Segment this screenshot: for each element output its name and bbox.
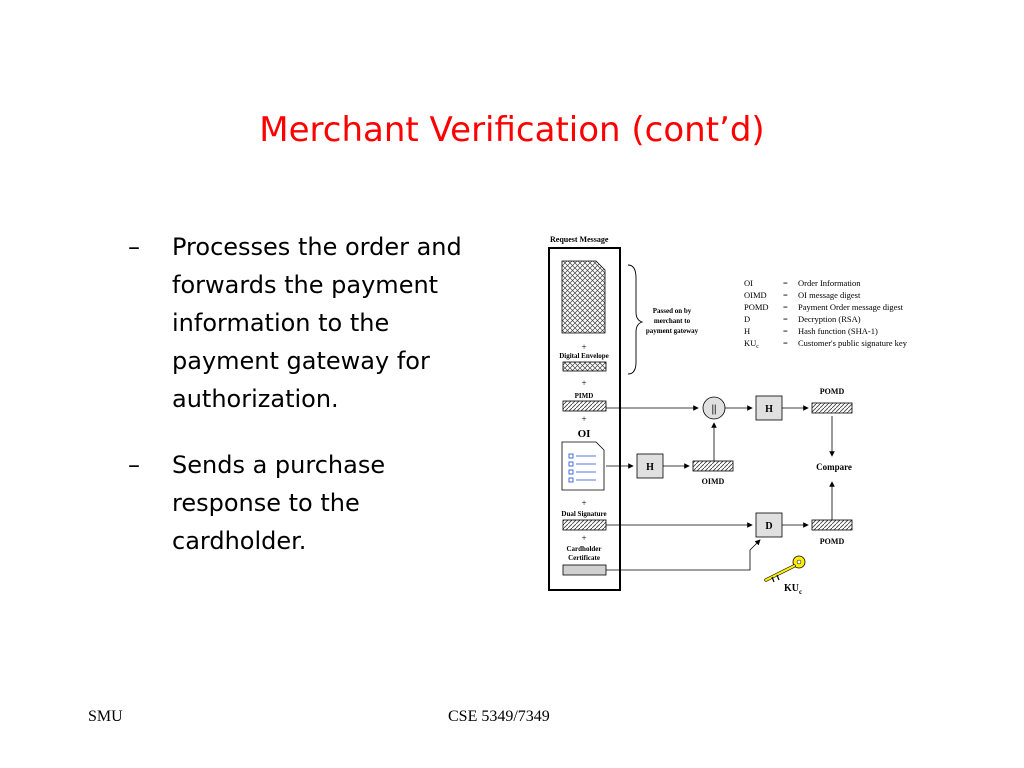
bullet-text: Processes the order and forwards the pay… [172, 233, 462, 413]
document-icon [561, 260, 606, 334]
legend-desc: Decryption (RSA) [798, 314, 861, 324]
certificate-label: Certificate [568, 554, 600, 562]
oimd-block [692, 460, 734, 472]
cardholder-label: Cardholder [567, 545, 602, 553]
concat-symbol: || [712, 403, 717, 415]
passed-on-label: payment gateway [646, 327, 699, 335]
plus-sign: + [581, 342, 586, 352]
legend-abbr: OIMD [744, 290, 767, 300]
bullet-item: – Sends a purchase response to the cardh… [128, 446, 478, 560]
bullet-marker: – [128, 233, 140, 261]
legend-eq: = [783, 290, 788, 300]
plus-sign: + [581, 498, 586, 508]
footer-center: CSE 5349/7349 [448, 708, 550, 725]
legend: OI = Order Information OIMD = OI message… [744, 278, 908, 350]
key-label: KUc [784, 583, 802, 596]
dual-signature-block [562, 519, 607, 531]
footer-left: SMU [88, 708, 123, 725]
merchant-verification-diagram: Request Message + Digital Envelope + PIM… [548, 235, 908, 596]
legend-abbr: OI [744, 278, 753, 288]
order-document-icon [561, 441, 605, 491]
decrypt-box-label: D [765, 521, 772, 532]
request-message-label: Request Message [550, 235, 609, 244]
pimd-label: PIMD [575, 392, 594, 400]
bullet-text: Sends a purchase response to the cardhol… [172, 451, 386, 555]
legend-eq: = [783, 302, 788, 312]
bullet-marker: – [128, 451, 140, 479]
legend-eq: = [783, 326, 788, 336]
legend-abbr: D [744, 314, 750, 324]
legend-abbr: KUc [744, 338, 759, 350]
plus-sign: + [581, 414, 586, 424]
legend-abbr: POMD [744, 302, 769, 312]
legend-eq: = [783, 314, 788, 324]
slide-title: Merchant Verification (cont’d) [259, 110, 765, 150]
dual-signature-label: Dual Signature [561, 510, 606, 518]
plus-sign: + [581, 533, 586, 543]
legend-eq: = [783, 338, 788, 348]
compare-label: Compare [816, 462, 852, 472]
plus-sign: + [581, 378, 586, 388]
legend-eq: = [783, 278, 788, 288]
certificate-block [562, 564, 607, 576]
hash-box-label: H [646, 462, 654, 473]
pomd-label: POMD [820, 387, 845, 396]
key-icon [764, 555, 806, 583]
hash-box-label: H [765, 404, 773, 415]
oi-label: OI [578, 428, 591, 440]
legend-desc: Hash function (SHA-1) [798, 326, 878, 336]
legend-desc: Payment Order message digest [798, 302, 904, 312]
hash-box [755, 395, 783, 421]
legend-abbr: H [744, 326, 750, 336]
digital-envelope-label: Digital Envelope [559, 352, 609, 360]
legend-desc: Customer's public signature key [798, 338, 908, 348]
bullet-item: – Processes the order and forwards the p… [128, 228, 478, 418]
pomd-label: POMD [820, 537, 845, 546]
arrow [606, 539, 761, 571]
digital-envelope-block [562, 361, 607, 372]
bullet-list: – Processes the order and forwards the p… [128, 228, 478, 588]
hash-box [636, 453, 664, 479]
legend-desc: OI message digest [798, 290, 861, 300]
passed-on-label: merchant to [654, 317, 691, 325]
brace [627, 264, 644, 375]
pimd-block [562, 400, 607, 412]
pomd-block [811, 402, 853, 414]
oimd-label: OIMD [702, 477, 725, 486]
passed-on-label: Passed on by [653, 307, 692, 315]
legend-desc: Order Information [798, 278, 861, 288]
pomd-block [811, 519, 853, 531]
